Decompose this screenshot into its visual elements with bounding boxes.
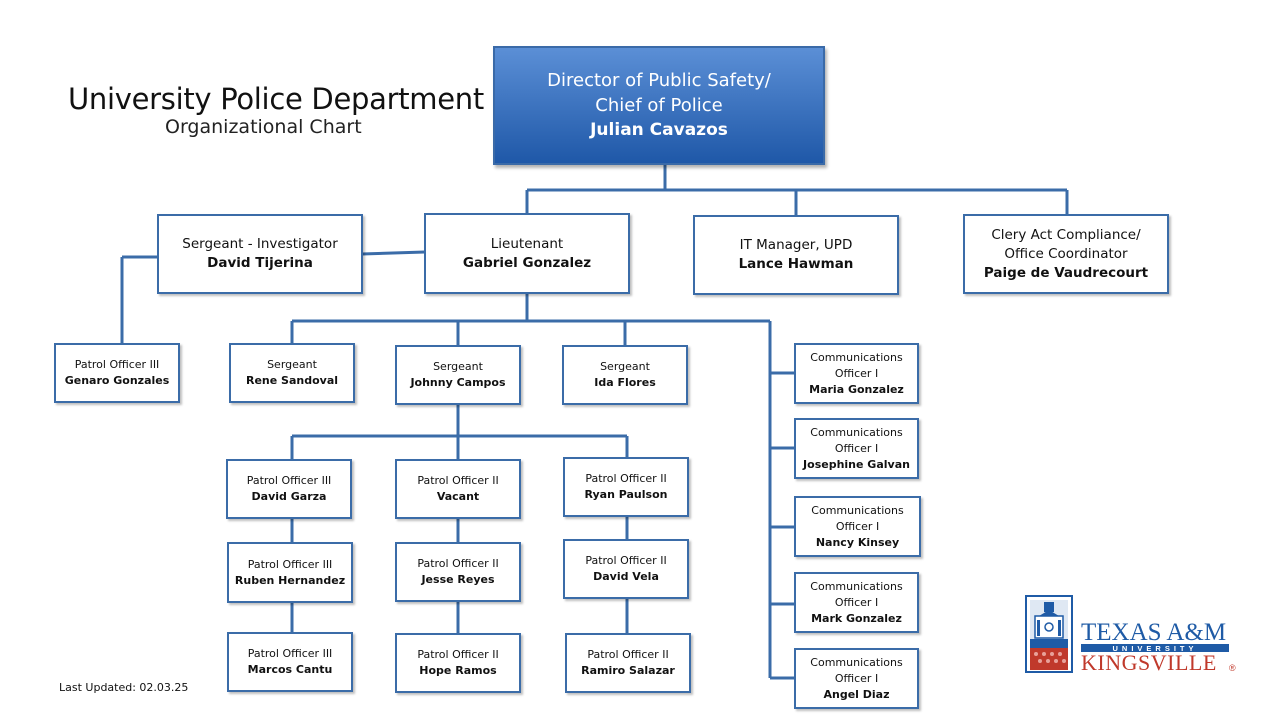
patrol-officer-box: Patrol Officer II Hope Ramos: [395, 633, 521, 693]
communications-role-line2: Officer I: [834, 366, 879, 380]
patrol-officer-name: David Vela: [593, 570, 659, 583]
communications-role-line1: Communications: [810, 655, 903, 669]
investigator-role: Sergeant - Investigator: [182, 236, 338, 252]
patrol-officer-name: Vacant: [436, 490, 480, 503]
sergeant-role: Sergeant: [267, 358, 317, 371]
communications-name: Maria Gonzalez: [809, 382, 904, 396]
lieutenant-role: Lieutenant: [490, 235, 564, 252]
lieutenant-box: Lieutenant Gabriel Gonzalez: [424, 213, 630, 294]
it-manager-role: IT Manager, UPD: [739, 237, 853, 253]
patrol-officer-name: Jesse Reyes: [421, 573, 495, 586]
communications-officer-box: Communications Officer I Angel Diaz: [794, 648, 919, 709]
sergeant-name: Ida Flores: [594, 376, 656, 389]
patrol-officer-role: Patrol Officer II: [585, 472, 667, 485]
sergeant-box: Sergeant Ida Flores: [562, 345, 688, 405]
patrol-officer-box: Patrol Officer II Vacant: [395, 459, 521, 519]
logo-line1: TEXAS A&M: [1081, 619, 1226, 646]
communications-role-line1: Communications: [810, 425, 903, 439]
patrol-officer-box: Patrol Officer III Marcos Cantu: [227, 632, 353, 692]
patrol-officer-name: David Garza: [251, 490, 327, 503]
patrol-officer-role: Patrol Officer II: [587, 648, 669, 661]
sergeant-name: Rene Sandoval: [245, 374, 339, 387]
communications-name: Mark Gonzalez: [811, 611, 902, 625]
clery-name: Paige de Vaudrecourt: [983, 264, 1149, 281]
sergeant-box: Sergeant Johnny Campos: [395, 345, 521, 405]
patrol-officer-box: Patrol Officer II Ryan Paulson: [563, 457, 689, 517]
it-manager-box: IT Manager, UPD Lance Hawman: [693, 215, 899, 295]
patrol-officer-role: Patrol Officer III: [247, 647, 333, 660]
chart-subtitle: Organizational Chart: [165, 116, 362, 138]
communications-officer-box: Communications Officer I Mark Gonzalez: [794, 572, 919, 633]
patrol-officer-name: Ramiro Salazar: [581, 664, 675, 677]
communications-officer-box: Communications Officer I Josephine Galva…: [794, 418, 919, 479]
patrol-officer-role: Patrol Officer III: [246, 474, 332, 487]
sergeant-role: Sergeant: [600, 360, 650, 373]
patrol-officer-role: Patrol Officer II: [417, 474, 499, 487]
clery-role-line1: Clery Act Compliance/: [991, 226, 1141, 243]
registered-mark: ®: [1229, 663, 1236, 673]
patrol-officer-name: Ryan Paulson: [584, 488, 668, 501]
patrol-officer-role: Patrol Officer II: [417, 557, 499, 570]
patrol-officer-role: Patrol Officer III: [74, 358, 160, 371]
sergeant-name: Johnny Campos: [410, 376, 506, 389]
patrol-officer-role: Patrol Officer III: [247, 557, 333, 571]
communications-officer-box: Communications Officer I Nancy Kinsey: [794, 496, 921, 557]
director-box: Director of Public Safety/ Chief of Poli…: [493, 46, 825, 165]
communications-role-line2: Officer I: [835, 519, 880, 533]
patrol-officer-box: Patrol Officer II David Vela: [563, 539, 689, 599]
clery-box: Clery Act Compliance/ Office Coordinator…: [963, 214, 1169, 294]
patrol-officer-name: Genaro Gonzales: [64, 374, 170, 387]
communications-role-line1: Communications: [810, 579, 903, 593]
communications-role-line2: Officer I: [834, 671, 879, 685]
investigator-name: David Tijerina: [207, 255, 313, 271]
last-updated-text: Last Updated: 02.03.25: [59, 681, 189, 694]
patrol-officer-box: Patrol Officer II Ramiro Salazar: [565, 633, 691, 693]
tamuk-logo: TEXAS A&M UNIVERSITY KINGSVILLE ®: [1025, 595, 1236, 674]
communications-role-line1: Communications: [811, 503, 904, 517]
communications-officer-box: Communications Officer I Maria Gonzalez: [794, 343, 919, 404]
communications-role-line2: Officer I: [834, 441, 879, 455]
director-role-line2: Chief of Police: [595, 95, 723, 116]
director-name: Julian Cavazos: [590, 120, 728, 140]
patrol-officer-role: Patrol Officer II: [417, 648, 499, 661]
communications-role-line2: Officer I: [834, 595, 879, 609]
communications-name: Angel Diaz: [823, 687, 890, 701]
patrol-officer-role: Patrol Officer II: [585, 554, 667, 567]
communications-name: Josephine Galvan: [803, 457, 910, 471]
patrol-officer-box: Patrol Officer II Jesse Reyes: [395, 542, 521, 602]
college-hall-icon: [1025, 595, 1073, 673]
investigator-box: Sergeant - Investigator David Tijerina: [157, 214, 363, 294]
logo-line3: KINGSVILLE: [1081, 650, 1217, 674]
clery-role-line2: Office Coordinator: [1004, 245, 1128, 262]
logo-line2: UNIVERSITY: [1112, 644, 1197, 653]
patrol-officer-name: Marcos Cantu: [247, 663, 333, 676]
patrol-officer-name: Hope Ramos: [419, 664, 497, 677]
sergeant-box: Sergeant Rene Sandoval: [229, 343, 355, 403]
patrol-officer-box: Patrol Officer III David Garza: [226, 459, 352, 519]
patrol-officer-box: Patrol Officer III Genaro Gonzales: [54, 343, 180, 403]
sergeant-role: Sergeant: [433, 360, 483, 373]
it-manager-name: Lance Hawman: [738, 256, 854, 272]
communications-name: Nancy Kinsey: [815, 535, 900, 549]
communications-role-line1: Communications: [810, 350, 903, 364]
lieutenant-name: Gabriel Gonzalez: [462, 254, 592, 271]
patrol-officer-box: Patrol Officer III Ruben Hernandez: [227, 542, 353, 603]
director-role-line1: Director of Public Safety/: [547, 70, 771, 91]
patrol-officer-name: Ruben Hernandez: [234, 573, 346, 587]
chart-title: University Police Department: [68, 82, 484, 116]
